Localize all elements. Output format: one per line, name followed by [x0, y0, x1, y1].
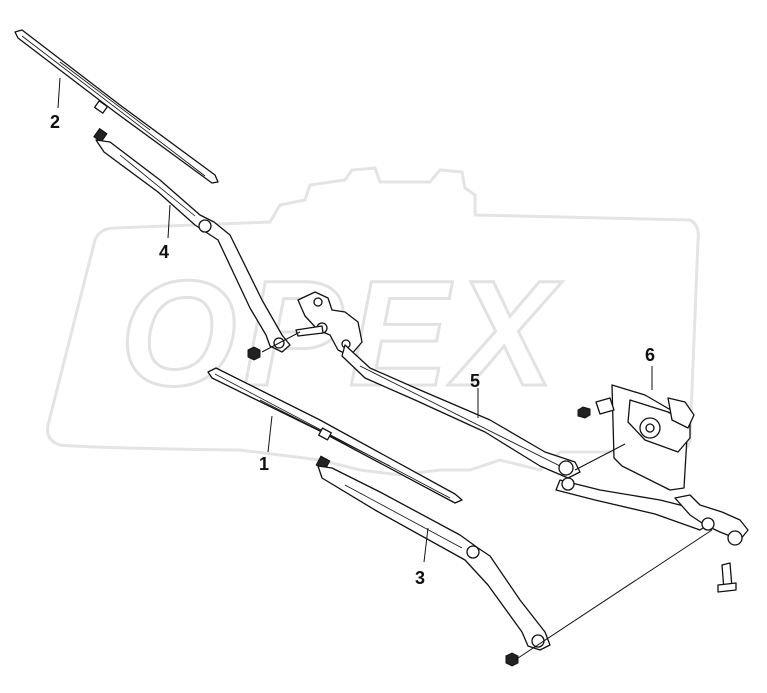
callouts: 1 2 3 4 5 6	[50, 112, 655, 588]
callout-5: 5	[470, 371, 480, 391]
leader-1	[267, 415, 273, 453]
callout-4: 4	[159, 242, 169, 262]
leader-motor-link	[574, 443, 626, 471]
callout-2: 2	[50, 112, 60, 132]
callout-3: 3	[415, 568, 425, 588]
leader-4	[167, 204, 171, 239]
leader-lines	[57, 77, 713, 661]
leader-3	[423, 527, 429, 563]
wiper-arm-upper	[95, 139, 291, 361]
wiper-arm-lower	[317, 465, 551, 667]
watermark-gear-outline	[46, 166, 700, 477]
callout-6: 6	[645, 345, 655, 365]
leader-nut-lower	[514, 529, 713, 661]
wiper-linkage-rod	[341, 344, 713, 531]
wiper-blade-upper	[14, 29, 219, 184]
callout-1: 1	[259, 454, 269, 474]
wiper-blade-lower	[207, 367, 463, 504]
watermark-logo: OPEX	[46, 166, 700, 477]
wiper-motor	[577, 384, 695, 491]
leader-nut-upper	[261, 331, 301, 353]
right-pivot-assembly	[674, 494, 749, 593]
left-pivot-assembly	[295, 291, 363, 357]
leader-2	[57, 77, 61, 109]
